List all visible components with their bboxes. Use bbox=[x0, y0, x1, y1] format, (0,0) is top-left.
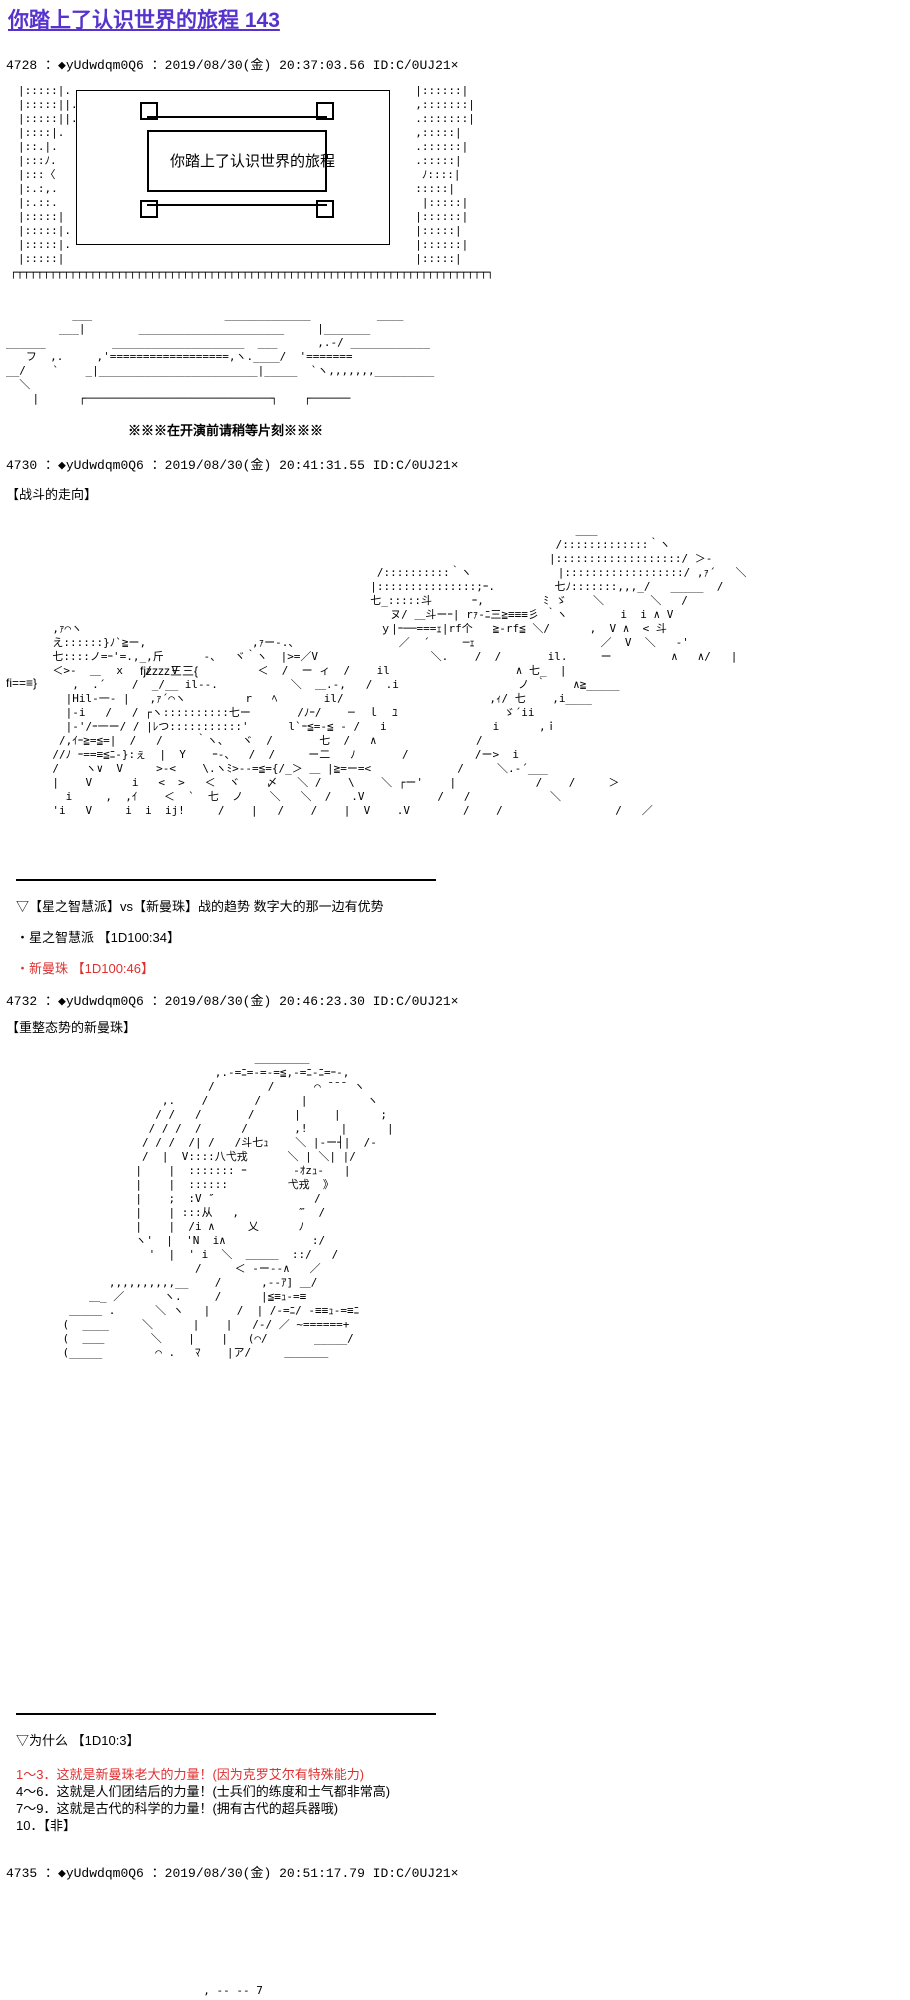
post-header: 4728 ：◆yUdwdqm0Q6 ：2019/08/30(金) 20:37:0… bbox=[6, 58, 459, 73]
banner-corner bbox=[140, 200, 158, 218]
roll-result: ・星之智慧派 【1D100:34】 bbox=[16, 930, 180, 945]
roll-prompt: ▽【星之智慧派】vs【新曼珠】战的趋势 数字大的那一边有优势 bbox=[16, 899, 384, 914]
page-title[interactable]: 你踏上了认识世界的旅程 143 bbox=[8, 9, 280, 32]
option: 7～9．这就是古代的科学的力量！(拥有古代的超兵器哦) bbox=[16, 1801, 339, 1816]
banner-bar-bottom bbox=[147, 190, 327, 192]
post-header: 4735 ：◆yUdwdqm0Q6 ：2019/08/30(金) 20:51:1… bbox=[6, 1866, 459, 1881]
banner-corner bbox=[316, 102, 334, 120]
aa-sfx: fjzzzz三三{ bbox=[140, 664, 199, 678]
banner-corner bbox=[316, 200, 334, 218]
banner-side bbox=[147, 130, 149, 190]
aa-fragment: , -- -- 7 bbox=[190, 1984, 263, 1997]
banner-bar-top2 bbox=[147, 130, 327, 132]
roll-prompt: ▽为什么 【1D10:3】 bbox=[16, 1733, 140, 1748]
aa-sfx: fi==≡} bbox=[6, 676, 38, 690]
notice-text: ※※※在开演前请稍等片刻※※※ bbox=[128, 423, 324, 438]
aa-tick-rule: ┌┬┬┬┬┬┬┬┬┬┬┬┬┬┬┬┬┬┬┬┬┬┬┬┬┬┬┬┬┬┬┬┬┬┬┬┬┬┬┬… bbox=[10, 266, 494, 279]
aa-right-pillar: |::::::| ,:::::::| .:::::::| ,:::::| .::… bbox=[415, 84, 475, 265]
post-header: 4730 ：◆yUdwdqm0Q6 ：2019/08/30(金) 20:41:3… bbox=[6, 458, 459, 473]
roll-result-highlight: ・新曼珠 【1D100:46】 bbox=[16, 961, 154, 976]
aa-battle-scene: ＿＿ /:::::::::::::｀ヽ |:::::::::::::: bbox=[52, 524, 747, 817]
aa-left-pillar: |:::::|. |:::::||. |:::::||. |::::|. |::… bbox=[18, 84, 78, 265]
option-highlight: 1～3．这就是新曼珠老大的力量！(因为克罗艾尔有特殊能力) bbox=[16, 1767, 365, 1782]
option: 4～6．这就是人们团结后的力量！(士兵们的练度和士气都非常高) bbox=[16, 1784, 391, 1799]
post-header: 4732 ：◆yUdwdqm0Q6 ：2019/08/30(金) 20:46:2… bbox=[6, 994, 459, 1009]
banner-bar-bottom2 bbox=[147, 204, 327, 206]
banner-side bbox=[325, 130, 327, 190]
banner-corner bbox=[140, 102, 158, 120]
banner-bar-top bbox=[147, 116, 327, 118]
aa-curtain-stage: ___ _____________ ____ ___| ____________… bbox=[6, 308, 435, 405]
post-heading: 【重整态势的新曼珠】 bbox=[6, 1020, 137, 1035]
banner-label: 你踏上了认识世界的旅程 bbox=[170, 153, 336, 170]
option: 10．【非】 bbox=[16, 1818, 76, 1833]
divider bbox=[16, 1713, 436, 1715]
banner-frame bbox=[76, 90, 390, 245]
aa-character: ＿＿＿＿＿ ,.-=ﾆ=‐=-=≦,-=ﾆ-ﾆ=ｰ-, / / ⌒ ¯¯¯ ヽ … bbox=[62, 1052, 394, 1359]
post-heading: 【战斗的走向】 bbox=[6, 487, 98, 502]
divider bbox=[16, 879, 436, 881]
